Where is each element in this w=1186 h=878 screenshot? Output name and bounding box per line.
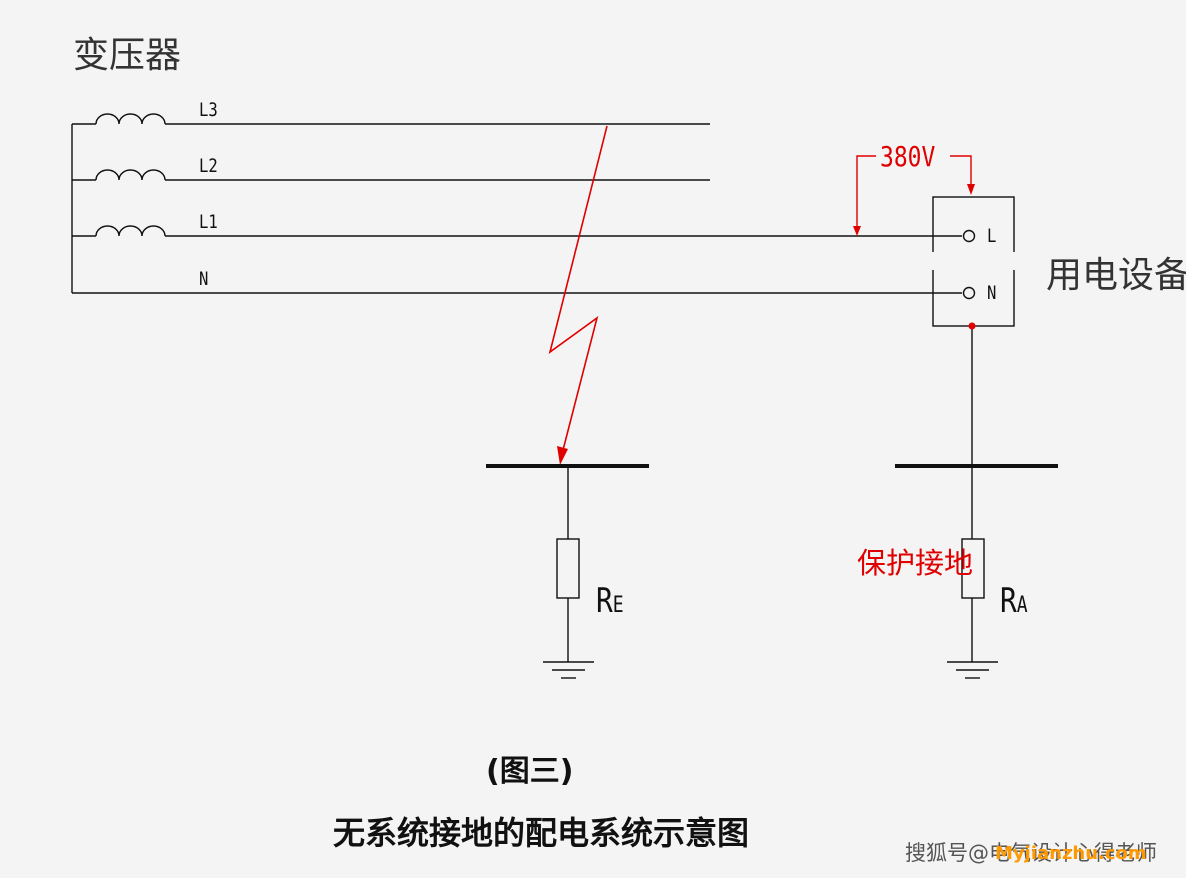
device-label: 用电设备 [1046, 255, 1186, 296]
line-label-l1: L1 [199, 211, 218, 233]
protective-earth-label: 保护接地 [857, 546, 974, 580]
device-box [932, 196, 1015, 327]
arrow-down-icon [967, 184, 975, 195]
figure-caption: 无系统接地的配电系统示意图 [333, 814, 750, 852]
figure-number: (图三) [486, 754, 574, 789]
terminal-n-icon [962, 286, 976, 300]
ground-icon [543, 661, 594, 679]
coil-l3 [72, 113, 166, 125]
resistor-ra [961, 538, 985, 599]
resistor-re-main: R [596, 581, 613, 621]
resistor-ra-main: R [1000, 581, 1017, 621]
line-label-l3: L3 [199, 99, 218, 121]
resistor-re-label: RE [596, 584, 624, 618]
arrow-down-icon [853, 226, 861, 236]
fault-path [548, 125, 608, 455]
line-label-l2: L2 [199, 155, 218, 177]
voltage-label: 380V [880, 140, 936, 173]
transformer-label: 变压器 [73, 35, 182, 76]
terminal-n-label: N [987, 282, 997, 304]
coil-l1 [72, 225, 166, 237]
arrow-down-icon [557, 446, 568, 465]
terminal-l-label: L [987, 225, 997, 247]
ground-icon [947, 661, 998, 679]
voltage-arrows [856, 155, 972, 228]
watermark-overlay: Myjianzhu.com [995, 843, 1147, 864]
resistor-ra-label: RA [1000, 584, 1028, 618]
watermark-main: 搜狐号@电气设计心得老师 [905, 841, 1157, 865]
resistor-ra-sub: A [1016, 593, 1028, 618]
coil-l2 [72, 169, 166, 181]
resistor-re-sub: E [612, 593, 624, 618]
terminal-l-icon [962, 229, 976, 243]
resistor-re [556, 538, 580, 599]
line-label-n: N [199, 268, 209, 290]
